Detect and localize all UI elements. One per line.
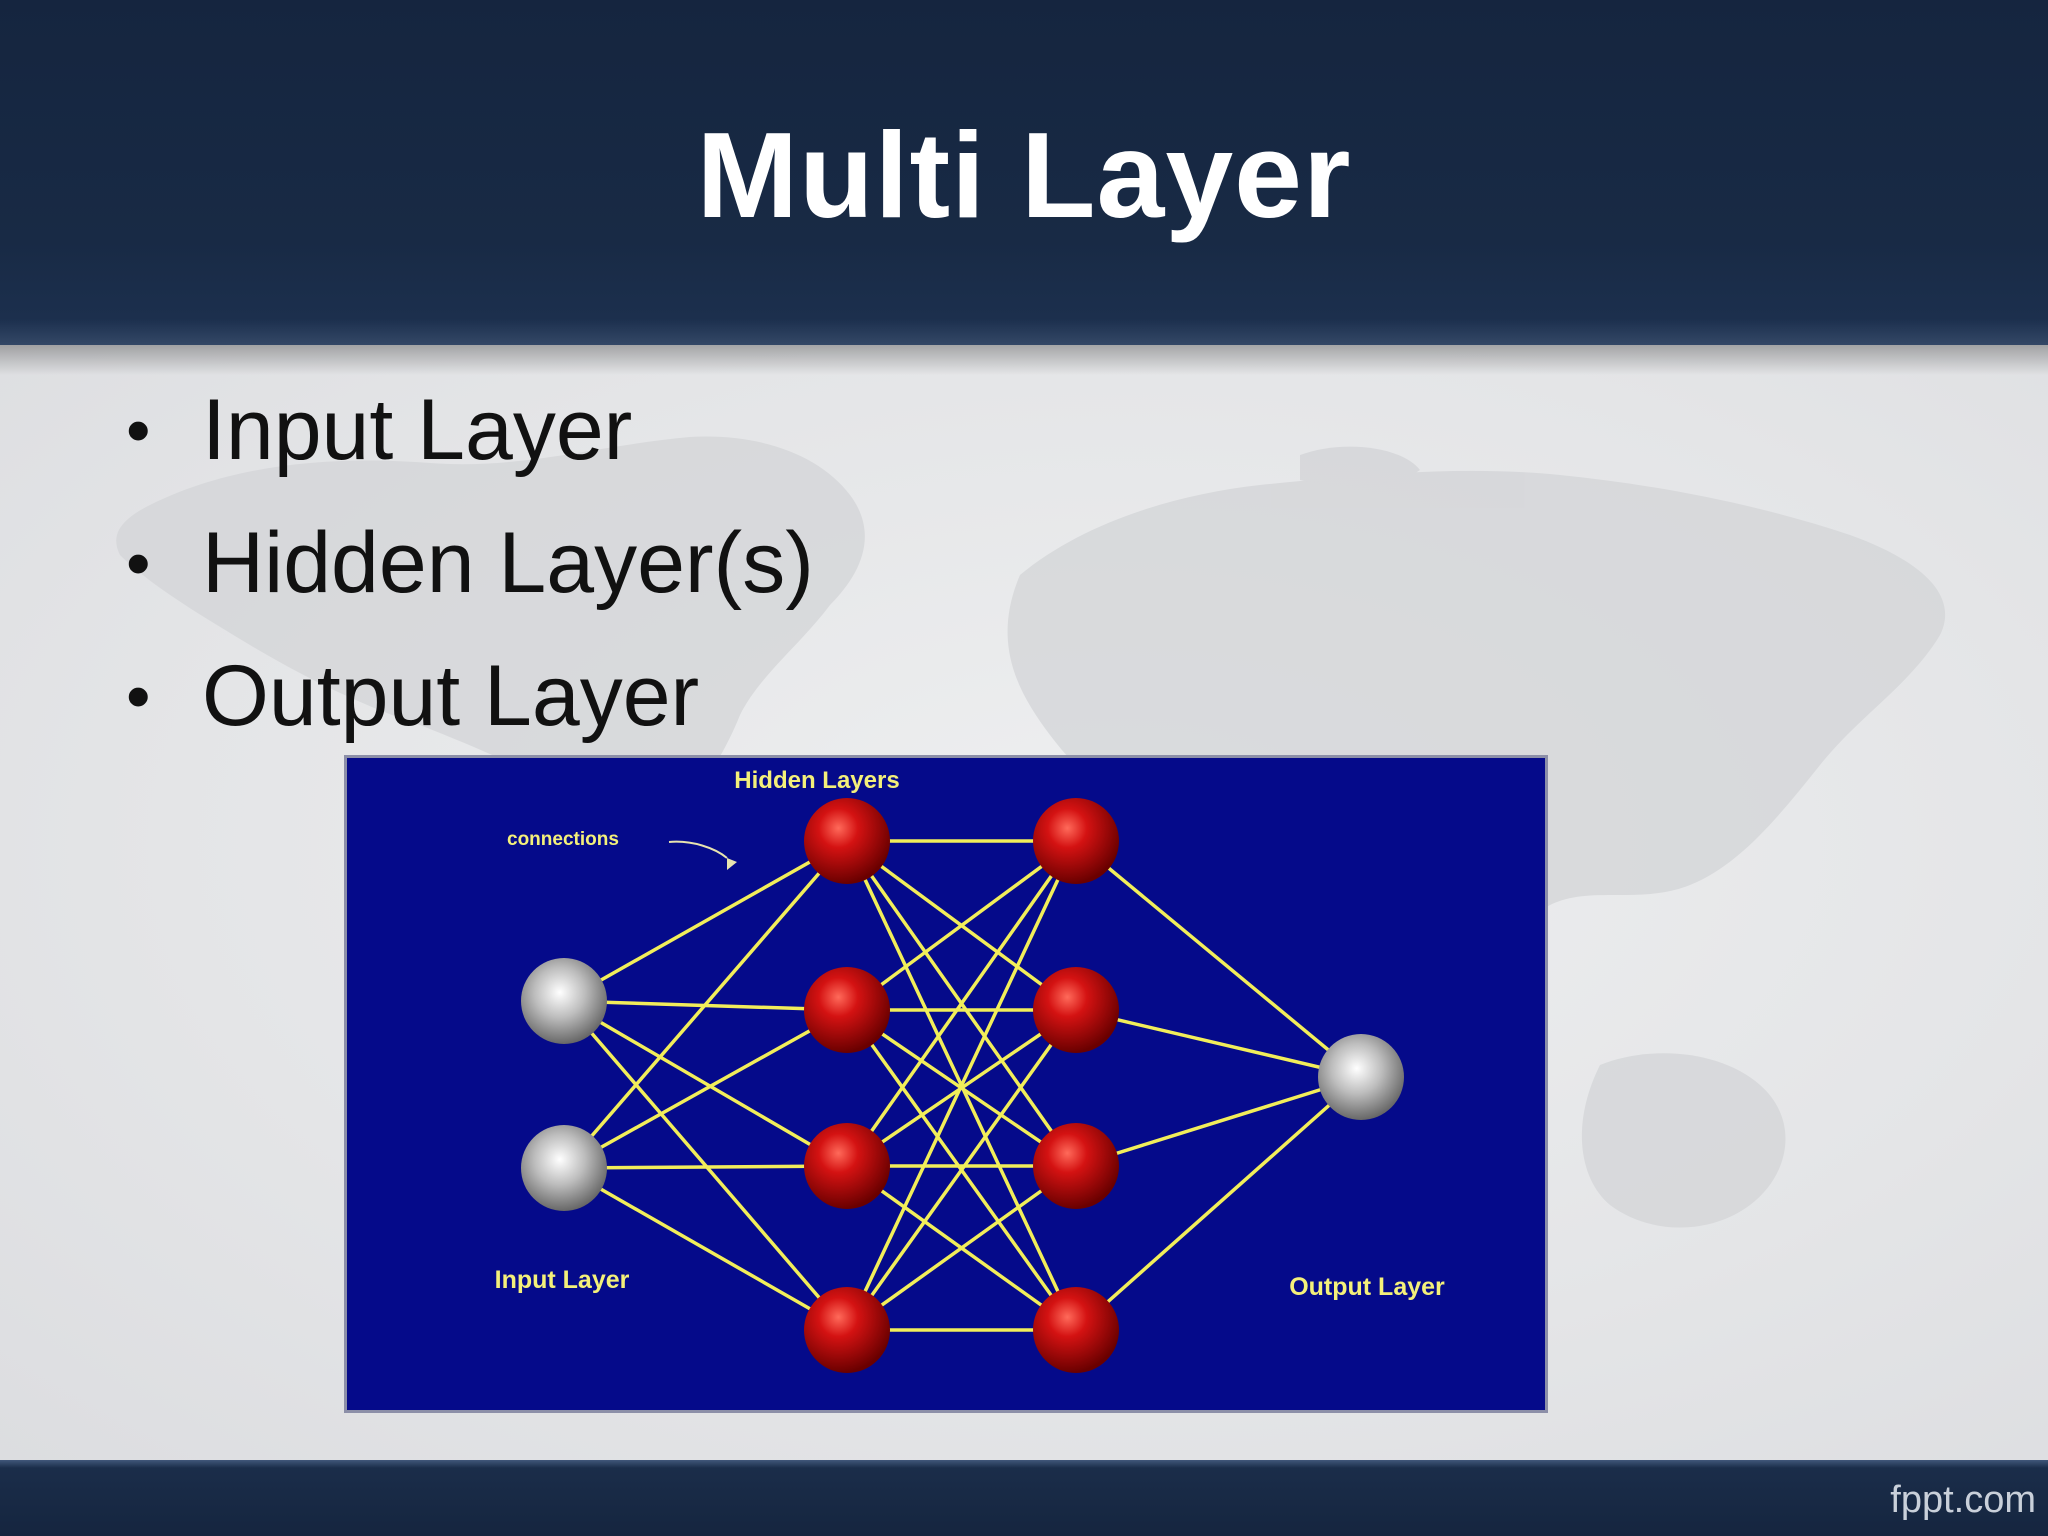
input-layer-label: Input Layer bbox=[495, 1266, 630, 1294]
connection-line bbox=[562, 839, 849, 1170]
bullet-dot-icon: • bbox=[126, 524, 151, 602]
connection-line bbox=[1074, 839, 1363, 1079]
hidden-2-node bbox=[1033, 967, 1119, 1053]
bullet-item: • Input Layer bbox=[120, 375, 814, 508]
bullet-list: • Input Layer • Hidden Layer(s) • Output La… bbox=[120, 375, 814, 774]
connection-line bbox=[1074, 1075, 1363, 1332]
input-node bbox=[521, 958, 607, 1044]
hidden-1-node bbox=[804, 1123, 890, 1209]
bullet-text: Output Layer bbox=[202, 648, 700, 744]
neural-network-svg: Hidden Layers connections Input Layer Ou… bbox=[495, 767, 1445, 1373]
connection-line bbox=[563, 839, 848, 1003]
bullet-text: Input Layer bbox=[202, 382, 633, 478]
output-node bbox=[1318, 1034, 1404, 1120]
connection-line bbox=[563, 1164, 848, 1170]
footer-bar: fppt.com bbox=[0, 1460, 2048, 1536]
slide-title: Multi Layer bbox=[696, 107, 1352, 243]
hidden-1-node bbox=[804, 798, 890, 884]
neural-network-diagram: Hidden Layers connections Input Layer Ou… bbox=[344, 755, 1548, 1413]
header-shadow bbox=[0, 345, 2048, 375]
connection-line bbox=[845, 839, 1078, 1012]
connections-arrow-head-icon bbox=[727, 858, 737, 870]
hidden-2-node bbox=[1033, 1123, 1119, 1209]
bullet-dot-icon: • bbox=[126, 657, 151, 735]
connections-label: connections bbox=[507, 829, 619, 850]
output-layer-label: Output Layer bbox=[1289, 1273, 1445, 1301]
connection-line bbox=[563, 999, 848, 1168]
bullet-item: • Hidden Layer(s) bbox=[120, 508, 814, 641]
connection-line bbox=[1075, 1008, 1362, 1079]
connection-line bbox=[845, 839, 1078, 1168]
hidden-1-node bbox=[804, 1287, 890, 1373]
bullet-text: Hidden Layer(s) bbox=[202, 515, 814, 611]
connection-line bbox=[563, 1008, 848, 1170]
connection-line bbox=[845, 1008, 1078, 1332]
hidden-2-node bbox=[1033, 798, 1119, 884]
brand-text: fppt.com bbox=[1890, 1479, 2036, 1521]
connection-line bbox=[845, 1164, 1078, 1332]
hidden-1-node bbox=[804, 967, 890, 1053]
hidden-layers-label: Hidden Layers bbox=[734, 767, 899, 794]
connection-line bbox=[1075, 1075, 1362, 1168]
connection-line bbox=[563, 1166, 848, 1332]
hidden-2-node bbox=[1033, 1287, 1119, 1373]
connection-line bbox=[845, 840, 1078, 1331]
bullet-item: • Output Layer bbox=[120, 641, 814, 774]
input-node bbox=[521, 1125, 607, 1211]
bullet-dot-icon: • bbox=[126, 391, 151, 469]
title-bar: Multi Layer bbox=[0, 0, 2048, 345]
connections-arrow-icon bbox=[668, 840, 728, 859]
